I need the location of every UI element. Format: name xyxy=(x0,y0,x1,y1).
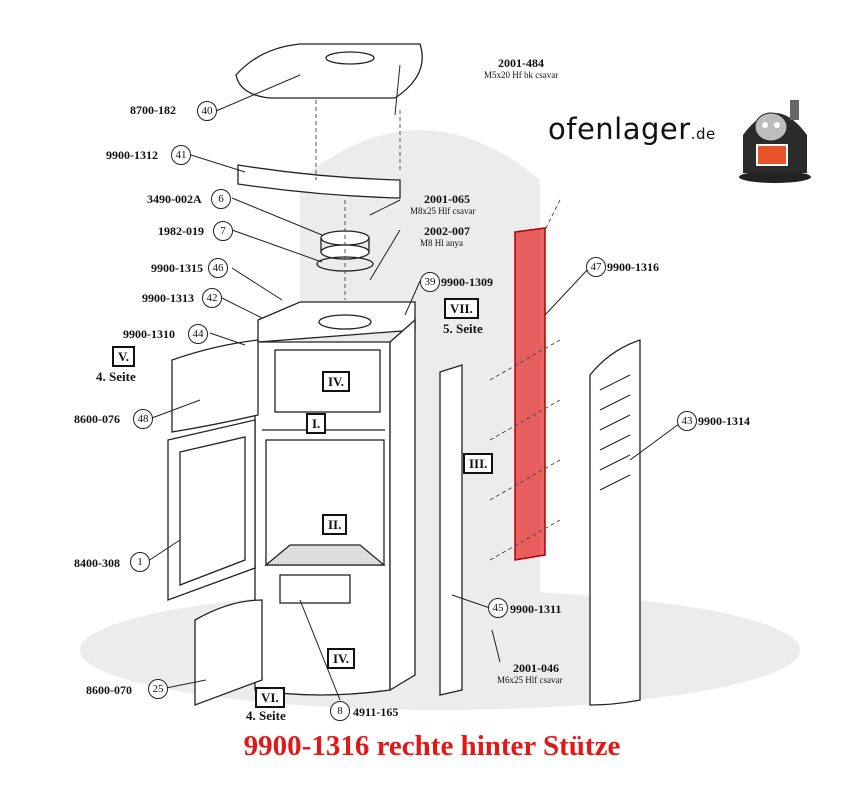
part-code-label: 8700-182 xyxy=(130,103,176,117)
section-marker-i: I. xyxy=(306,413,327,434)
top-plate xyxy=(235,43,423,99)
part-number-circle: 41 xyxy=(171,145,191,165)
part-code-label: 8600-070 xyxy=(86,683,132,697)
part-number-circle: 44 xyxy=(188,324,208,344)
part-code-label: 8400-308 xyxy=(74,556,120,570)
brand-logo: ofenlager.de xyxy=(548,112,716,146)
side-label: 4. Seite xyxy=(246,708,286,723)
part-code-label: 9900-1312 xyxy=(106,148,158,162)
brand-name: ofenlager xyxy=(548,112,691,146)
part-code-label: 9900-1309 xyxy=(441,275,493,289)
side-label: 4. Seite xyxy=(96,369,136,384)
ash-door xyxy=(194,599,263,706)
part-number-circle: 42 xyxy=(202,288,222,308)
right-outer-panel xyxy=(589,339,641,706)
part-code-label: 3490-002A xyxy=(147,192,202,206)
side-label: 5. Seite xyxy=(443,321,483,336)
part-number-circle: 43 xyxy=(677,411,697,431)
part-number-circle: 40 xyxy=(197,101,217,121)
section-marker-iv: IV. xyxy=(322,371,351,392)
brand-suffix: .de xyxy=(690,125,716,143)
section-marker-iii: III. xyxy=(463,453,494,474)
part-code-label: 9900-1310 xyxy=(123,327,175,341)
upper-door xyxy=(171,339,259,433)
part-number-circle: 46 xyxy=(208,258,228,278)
section-marker-ii: II. xyxy=(322,514,348,535)
part-code-label: 9900-1316 xyxy=(607,260,659,274)
part-code-label: 9900-1314 xyxy=(698,414,750,428)
highlighted-part-9900-1316 xyxy=(514,227,546,561)
section-marker-vii: VII. xyxy=(444,298,479,319)
fastener-code-label: 2002-007 xyxy=(424,224,470,238)
part-number-circle: 25 xyxy=(148,679,168,699)
part-number-circle: 39 xyxy=(420,272,440,292)
fastener-code-label: 2001-065 xyxy=(424,192,470,206)
part-number-circle: 45 xyxy=(488,598,508,618)
left-side-panel xyxy=(439,364,463,696)
part-code-label: 4911-165 xyxy=(353,705,399,719)
part-code-label: 1982-019 xyxy=(158,224,204,238)
section-marker-iv-lower: IV. xyxy=(327,648,356,669)
fastener-code-label: 2001-046 xyxy=(513,661,559,675)
section-marker-vi: VI. xyxy=(255,687,285,708)
part-caption: 9900-1316 rechte hinter Stütze xyxy=(243,730,621,762)
part-number-circle: 48 xyxy=(133,409,153,429)
top-bar xyxy=(237,164,401,199)
part-number-circle: 6 xyxy=(211,189,231,209)
part-code-label: 9900-1315 xyxy=(151,261,203,275)
part-number-circle: 7 xyxy=(213,221,233,241)
part-number-circle: 1 xyxy=(130,552,150,572)
part-number-circle: 8 xyxy=(330,701,350,721)
fastener-desc-label: M8x25 Hlf csavar xyxy=(410,206,476,216)
oven-mascot-icon xyxy=(739,100,811,183)
fastener-desc-label: M8 Hl anya xyxy=(420,238,463,248)
fastener-desc-label: M5x20 Hf bk csavar xyxy=(484,70,559,80)
part-code-label: 9900-1313 xyxy=(142,291,194,305)
part-number-circle: 47 xyxy=(586,257,606,277)
section-marker-v: V. xyxy=(112,346,135,367)
part-code-label: 8600-076 xyxy=(74,412,120,426)
part-code-label: 9900-1311 xyxy=(510,602,562,616)
fastener-code-label: 2001-484 xyxy=(498,56,544,70)
fastener-desc-label: M6x25 Hlf csavar xyxy=(497,675,563,685)
